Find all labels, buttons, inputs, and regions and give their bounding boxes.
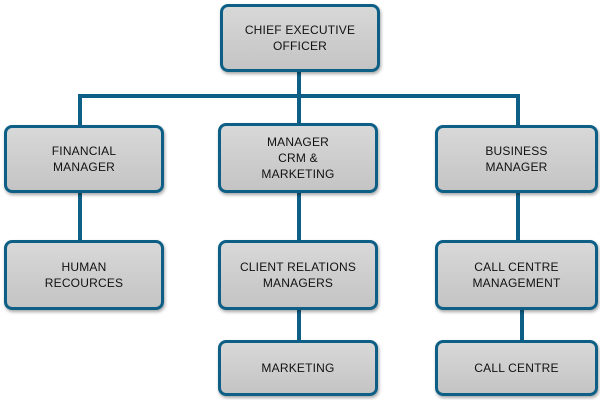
node-call-centre: CALL CENTRE [435, 340, 598, 396]
node-business-manager: BUSINESS MANAGER [435, 125, 598, 193]
node-financial-manager: FINANCIAL MANAGER [4, 125, 164, 193]
connector-crm-to-client-relations [297, 192, 301, 242]
connector-ceo-down [297, 70, 301, 96]
connector-business-to-call-centre-management [516, 192, 520, 242]
connector-call-centre-management-to-call-centre [520, 308, 524, 342]
node-label: FINANCIAL MANAGER [51, 144, 117, 174]
node-label: CALL CENTRE MANAGEMENT [472, 260, 561, 290]
node-manager-crm-marketing: MANAGER CRM & MARKETING [218, 123, 378, 193]
node-label: HUMAN RECOURCES [44, 260, 124, 290]
node-label: MARKETING [261, 361, 335, 375]
node-label: MANAGER CRM & MARKETING [261, 135, 335, 181]
connector-client-relations-to-marketing [297, 308, 301, 342]
node-call-centre-management: CALL CENTRE MANAGEMENT [435, 240, 598, 310]
node-label: CHIEF EXECUTIVE OFFICER [244, 23, 356, 53]
node-marketing: MARKETING [218, 340, 378, 396]
connector-to-crm [297, 94, 301, 126]
connector-to-financial [78, 94, 82, 126]
node-label: CALL CENTRE [474, 361, 559, 375]
connector-financial-to-hr [78, 192, 82, 242]
node-client-relations-managers: CLIENT RELATIONS MANAGERS [218, 240, 378, 310]
node-label: CLIENT RELATIONS MANAGERS [239, 260, 357, 290]
node-human-resources: HUMAN RECOURCES [4, 240, 164, 310]
connector-to-business [516, 94, 520, 126]
node-label: BUSINESS MANAGER [485, 144, 548, 174]
node-chief-executive-officer: CHIEF EXECUTIVE OFFICER [220, 4, 380, 72]
